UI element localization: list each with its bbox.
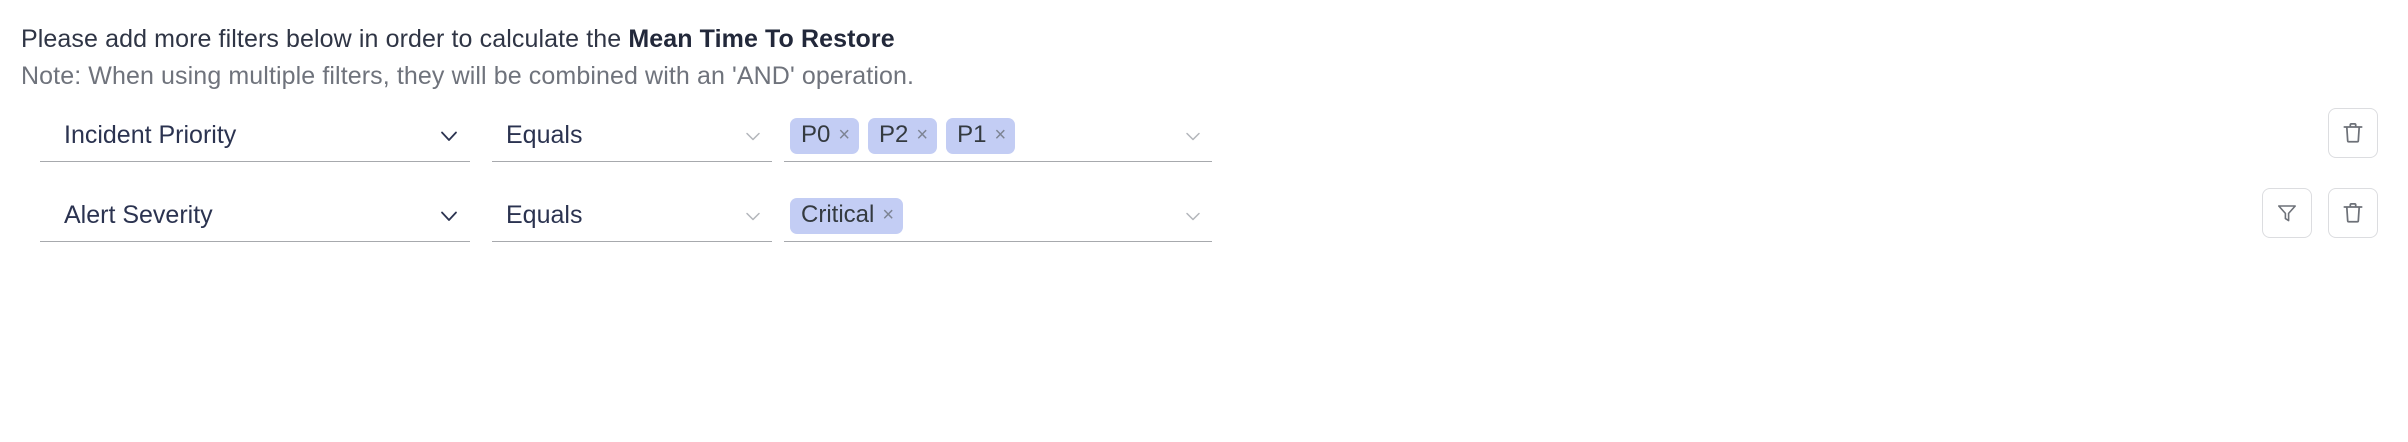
value-tag-label: P0 xyxy=(801,121,831,148)
value-multiselect[interactable]: Critical × xyxy=(784,190,1212,242)
value-tag-label: P2 xyxy=(879,121,909,148)
operator-select-value: Equals xyxy=(506,201,583,229)
value-tag[interactable]: P2 × xyxy=(868,117,938,154)
value-tag[interactable]: Critical × xyxy=(790,197,904,234)
value-tag-label: Critical xyxy=(801,201,875,228)
page-title-prefix: Please add more filters below in order t… xyxy=(21,25,629,53)
chevron-down-icon xyxy=(740,203,766,229)
value-tag[interactable]: P1 × xyxy=(946,117,1016,154)
row-actions xyxy=(2328,108,2378,158)
operator-select[interactable]: Equals xyxy=(492,190,772,242)
field-select[interactable]: Incident Priority xyxy=(40,110,470,162)
page-title: Please add more filters below in order t… xyxy=(21,24,895,54)
metric-name: Mean Time To Restore xyxy=(628,25,895,53)
field-select[interactable]: Alert Severity xyxy=(40,190,470,242)
close-icon[interactable]: × xyxy=(882,204,895,226)
operator-select-value: Equals xyxy=(506,121,583,149)
field-select-value: Incident Priority xyxy=(64,121,237,149)
value-tag-label: P1 xyxy=(957,121,987,148)
operator-select[interactable]: Equals xyxy=(492,110,772,162)
chevron-down-icon xyxy=(740,123,766,149)
chevron-down-icon xyxy=(1180,203,1206,229)
close-icon[interactable]: × xyxy=(994,124,1007,146)
row-actions xyxy=(2262,188,2378,238)
selected-tags: P0 × P2 × P1 × xyxy=(790,117,1171,154)
filter-row: Incident Priority Equals xyxy=(0,100,2408,180)
field-select-value: Alert Severity xyxy=(64,201,213,229)
add-filter-button[interactable] xyxy=(2262,188,2312,238)
filter-row: Alert Severity Equals Cr xyxy=(0,180,2408,260)
value-tag[interactable]: P0 × xyxy=(790,117,860,154)
chevron-down-icon xyxy=(436,123,462,149)
delete-filter-button[interactable] xyxy=(2328,188,2378,238)
filter-row-list: Incident Priority Equals xyxy=(0,100,2408,260)
selected-tags: Critical × xyxy=(790,197,1171,234)
value-multiselect[interactable]: P0 × P2 × P1 × xyxy=(784,110,1212,162)
close-icon[interactable]: × xyxy=(838,124,851,146)
chevron-down-icon xyxy=(1180,123,1206,149)
filter-note: Note: When using multiple filters, they … xyxy=(21,62,915,90)
chevron-down-icon xyxy=(436,203,462,229)
delete-filter-button[interactable] xyxy=(2328,108,2378,158)
close-icon[interactable]: × xyxy=(916,124,929,146)
